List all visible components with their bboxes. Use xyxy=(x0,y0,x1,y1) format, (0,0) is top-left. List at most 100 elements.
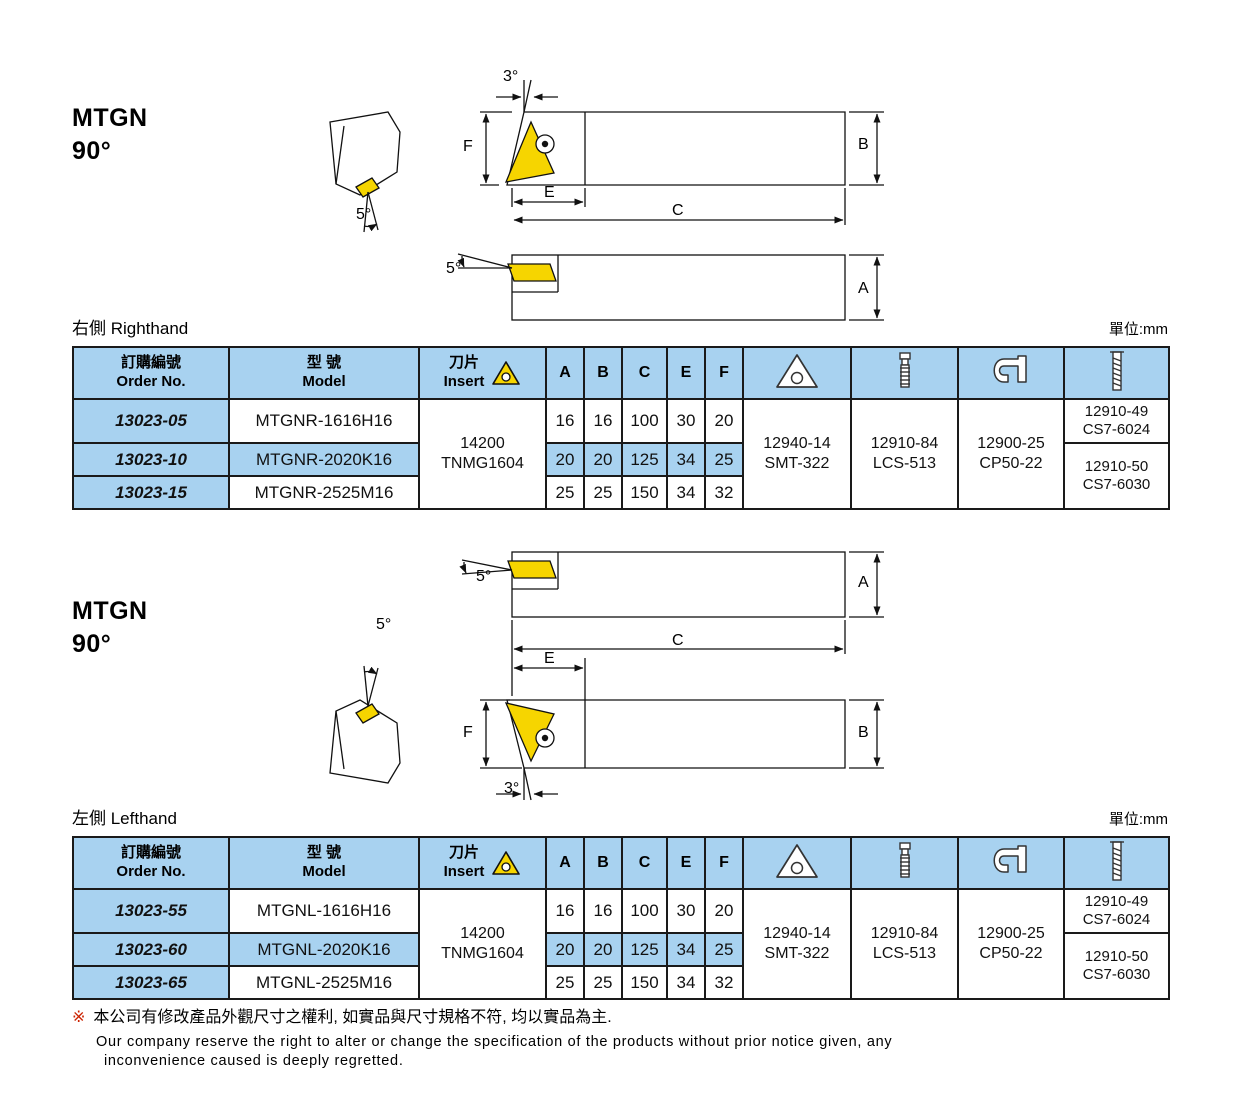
dim-b-cell: 25 xyxy=(583,965,623,1000)
clamp-screw-top-type: CS7-6024 xyxy=(1082,421,1151,438)
dim-b-cell: 16 xyxy=(583,888,623,934)
disclaimer: ※本公司有修改產品外觀尺寸之權利, 如實品與尺寸規格不符, 均以實品為主. Ou… xyxy=(72,1008,1172,1069)
dim-e-cell: 34 xyxy=(666,442,706,477)
disclaimer-en-line2: inconvenience caused is deeply regretted… xyxy=(104,1052,404,1069)
dim-label-c: C xyxy=(672,632,684,649)
clamp-icon xyxy=(993,845,1027,873)
insert-part-cell: 14200 TNMG1604 xyxy=(418,888,547,1000)
unit-label: 單位:mm xyxy=(1108,321,1168,338)
dim-f-cell: 32 xyxy=(704,965,744,1000)
dim-label-b: B xyxy=(858,136,869,153)
insert-part-no: 14200 xyxy=(460,925,505,942)
clamp-part-no: 12900-25 xyxy=(977,435,1045,452)
shim-screw-icon xyxy=(898,842,911,878)
righthand-drawing: 3° F B E C 5° 5° A xyxy=(300,60,920,345)
disclaimer-en-line1: Our company reserve the right to alter o… xyxy=(96,1033,893,1050)
order-no-cell: 13023-55 xyxy=(72,888,230,934)
dim-e-cell: 34 xyxy=(666,475,706,510)
clamp-screw-icon xyxy=(1109,351,1124,391)
col-header-clamp xyxy=(957,346,1065,400)
dim-label-f: F xyxy=(463,138,473,155)
col-header-e: E xyxy=(666,346,706,400)
clamp-part-type: CP50-22 xyxy=(979,945,1043,962)
dim-a-cell: 25 xyxy=(545,475,585,510)
col-header-shim xyxy=(742,346,852,400)
shim-part-no: 12940-14 xyxy=(763,925,831,942)
clamp-screw-bottom-type: CS7-6030 xyxy=(1082,966,1151,983)
order-no-cell: 13023-10 xyxy=(72,442,230,477)
dim-f-cell: 25 xyxy=(704,932,744,967)
dim-label-a: A xyxy=(858,280,869,297)
disclaimer-zh: ※本公司有修改產品外觀尺寸之權利, 如實品與尺寸規格不符, 均以實品為主. xyxy=(72,1008,1172,1029)
col-header-insert: 刀片 Insert xyxy=(418,836,547,890)
clamp-part-cell: 12900-25 CP50-22 xyxy=(957,398,1065,510)
clamp-part-type: CP50-22 xyxy=(979,455,1043,472)
model-cell: MTGNL-1616H16 xyxy=(228,888,420,934)
dim-f-cell: 25 xyxy=(704,442,744,477)
dim-e-cell: 34 xyxy=(666,932,706,967)
unit-label: 單位:mm xyxy=(1108,811,1168,828)
clamp-screw-part-cell-bottom: 12910-50 CS7-6030 xyxy=(1063,932,1170,1000)
insert-part-type: TNMG1604 xyxy=(441,455,524,472)
col-header-insert-en: Insert xyxy=(443,373,485,390)
model-cell: MTGNR-2020K16 xyxy=(228,442,420,477)
col-header-c: C xyxy=(621,346,668,400)
clamp-part-no: 12900-25 xyxy=(977,925,1045,942)
clamp-part-cell: 12900-25 CP50-22 xyxy=(957,888,1065,1000)
shim-screw-part-cell: 12910-84 LCS-513 xyxy=(850,888,959,1000)
shim-part-cell: 12940-14 SMT-322 xyxy=(742,398,852,510)
col-header-model-en: Model xyxy=(302,373,346,390)
model-cell: MTGNL-2020K16 xyxy=(228,932,420,967)
col-header-f: F xyxy=(704,346,744,400)
dim-label-b: B xyxy=(858,724,869,741)
dim-a-cell: 20 xyxy=(545,442,585,477)
col-header-order-zh: 訂購編號 xyxy=(120,844,181,862)
order-no-cell: 13023-65 xyxy=(72,965,230,1000)
col-header-order: 訂購編號 Order No. xyxy=(72,836,230,890)
lefthand-drawing-canvas xyxy=(329,551,884,801)
dim-label-3deg: 3° xyxy=(504,780,520,797)
col-header-order: 訂購編號 Order No. xyxy=(72,346,230,400)
righthand-caption: 右側 Righthand 單位:mm xyxy=(72,314,1168,339)
clamp-screw-top-no: 12910-49 xyxy=(1084,403,1149,420)
insert-part-type: TNMG1604 xyxy=(441,945,524,962)
shim-screw-part-no: 12910-84 xyxy=(870,435,939,452)
clamp-screw-part-cell-bottom: 12910-50 CS7-6030 xyxy=(1063,442,1170,510)
col-header-clamp-screw xyxy=(1063,346,1170,400)
col-header-shim-screw xyxy=(850,836,959,890)
dim-label-e: E xyxy=(544,650,555,667)
shim-screw-part-no: 12910-84 xyxy=(870,925,939,942)
col-header-b: B xyxy=(583,346,623,400)
hand-label-right: 右側 Righthand xyxy=(72,319,189,338)
col-header-model: 型 號 Model xyxy=(228,836,420,890)
dim-f-cell: 20 xyxy=(704,888,744,934)
dim-label-5deg-plan: 5° xyxy=(476,568,492,585)
col-header-insert-zh: 刀片 xyxy=(448,354,479,372)
order-no-cell: 13023-60 xyxy=(72,932,230,967)
righthand-spec-table: 訂購編號 Order No. 型 號 Model 刀片 Insert xyxy=(72,346,1170,510)
col-header-order-zh: 訂購編號 xyxy=(120,354,181,372)
col-header-insert-en: Insert xyxy=(443,863,485,880)
righthand-drawing-canvas xyxy=(329,79,884,321)
dim-f-cell: 20 xyxy=(704,398,744,444)
dim-c-cell: 125 xyxy=(621,442,668,477)
shim-part-cell: 12940-14 SMT-322 xyxy=(742,888,852,1000)
col-header-model-en: Model xyxy=(302,863,346,880)
shim-screw-part-type: LCS-513 xyxy=(872,455,937,472)
insert-part-cell: 14200 TNMG1604 xyxy=(418,398,547,510)
lefthand-caption: 左側 Lefthand 單位:mm xyxy=(72,804,1168,829)
series-name: MTGN xyxy=(72,597,148,625)
col-header-order-en: Order No. xyxy=(116,863,186,880)
shim-icon xyxy=(776,844,818,878)
col-header-f: F xyxy=(704,836,744,890)
clamp-screw-part-cell-top: 12910-49 CS7-6024 xyxy=(1063,888,1170,934)
order-no-cell: 13023-15 xyxy=(72,475,230,510)
col-header-b: B xyxy=(583,836,623,890)
col-header-clamp-screw xyxy=(1063,836,1170,890)
lefthand-spec-table: 訂購編號 Order No. 型 號 Model 刀片 Insert xyxy=(72,836,1170,1000)
col-header-e: E xyxy=(666,836,706,890)
shim-icon xyxy=(776,354,818,388)
col-header-insert-zh: 刀片 xyxy=(448,844,479,862)
col-header-model-zh: 型 號 xyxy=(306,844,342,862)
